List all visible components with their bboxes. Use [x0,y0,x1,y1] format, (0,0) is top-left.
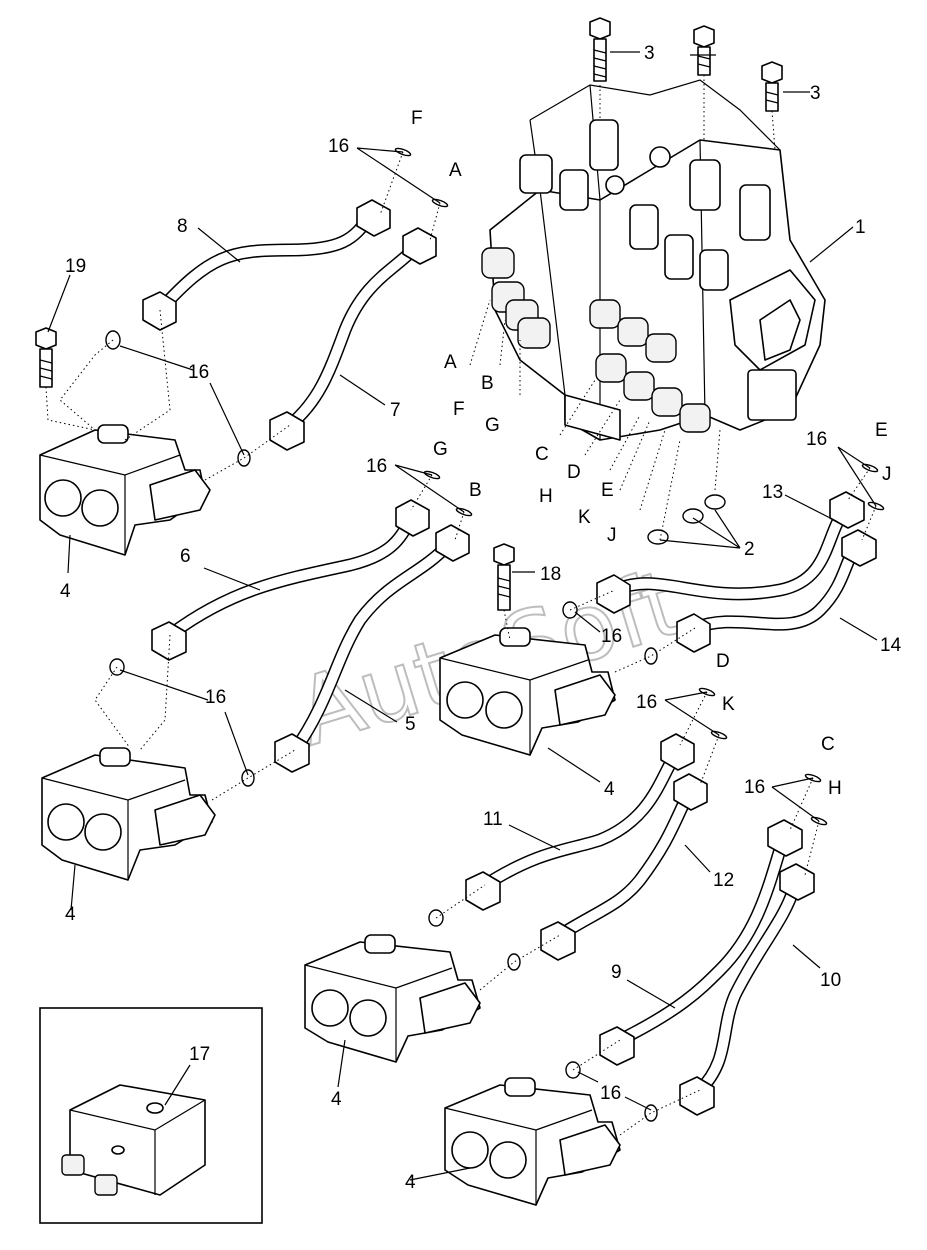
alignment-lines [45,151,877,1136]
callout-16c: 16 [366,456,387,477]
control-valve-assembly [481,79,826,441]
callout-17: 17 [189,1044,210,1065]
port-D-valve: D [567,462,581,483]
block-4-c [439,627,616,756]
bolt-3a [589,17,611,82]
callout-5: 5 [405,714,416,735]
port-H-valve: H [539,486,553,507]
block-4-a [39,424,211,556]
port-H-right: H [828,778,842,799]
block-4-b [41,747,216,881]
callout-12: 12 [713,870,734,891]
tube-9 [599,819,803,1066]
callout-4e: 4 [405,1172,416,1193]
callout-6: 6 [180,546,191,567]
port-C-right: C [821,734,835,755]
tube-6 [151,499,430,661]
leader-lines [47,51,878,1181]
port-letter-labels: F A G B E J D K C H A B F G C D H E K J [411,108,892,799]
callout-14: 14 [880,635,902,656]
port-C-valve: C [535,444,549,465]
manifold-17 [61,1084,206,1196]
bolt-3b [693,25,715,76]
port-G-valve: G [485,415,500,436]
callout-16g: 16 [744,777,765,798]
port-K-right: K [722,694,735,715]
callout-16f: 16 [636,692,657,713]
callout-4a: 4 [60,581,71,602]
block-4-d [304,934,481,1063]
port-J-valve: J [607,525,617,546]
port-D-right: D [716,651,730,672]
port-A-valve: A [444,352,457,373]
callout-2: 2 [744,539,755,560]
callout-labels: 1 2 3 3 4 4 4 4 4 5 6 7 8 9 10 11 12 13 … [60,43,902,1193]
tube-12 [540,773,708,961]
port-B-mid: B [469,480,482,501]
port-A-top: A [449,160,462,181]
bolt-18 [493,543,515,611]
bolt-19 [35,327,57,388]
callout-16b: 16 [188,362,209,383]
tube-13 [596,491,865,614]
callout-7: 7 [390,400,401,421]
port-E-right: E [875,420,888,441]
tube-7 [269,227,437,451]
callout-10: 10 [820,970,841,991]
callout-18: 18 [540,564,561,585]
tube-14 [676,529,877,653]
port-J-right: J [882,464,892,485]
callout-3a: 3 [644,43,655,64]
callout-1: 1 [855,217,866,238]
block-4-e [444,1077,621,1206]
tube-5 [274,524,470,773]
callout-8: 8 [177,216,188,237]
callout-11: 11 [483,809,503,830]
callout-9: 9 [611,962,622,983]
tube-8 [142,199,391,331]
callout-13: 13 [762,482,783,503]
port-F-valve: F [453,399,465,420]
callout-16a: 16 [328,136,349,157]
callout-4b: 4 [65,904,76,925]
port-E-valve: E [601,480,614,501]
callout-4d: 4 [331,1089,342,1110]
callout-19: 19 [65,256,86,277]
callout-4c: 4 [604,779,615,800]
callout-16d: 16 [205,687,226,708]
bolt-3c [761,61,783,112]
inset-frame [39,1007,263,1224]
port-G-mid: G [433,439,448,460]
callout-16e: 16 [601,626,622,647]
port-K-valve: K [578,507,591,528]
callout-16i: 16 [600,1083,621,1104]
callout-3b: 3 [810,83,821,104]
callout-16h: 16 [806,429,827,450]
tube-11 [465,733,695,911]
port-F-top: F [411,108,423,129]
port-B-valve: B [481,373,494,394]
tube-10 [679,863,815,1116]
